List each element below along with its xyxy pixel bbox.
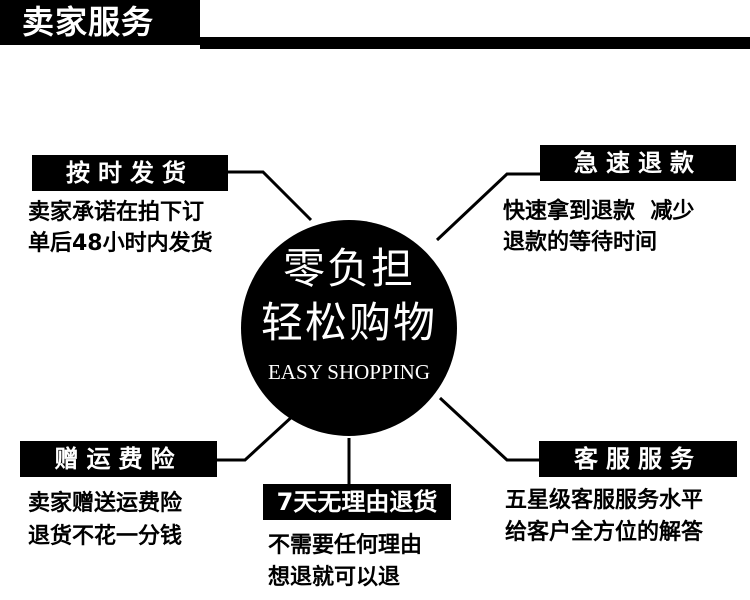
center-slogan-line1: 零负担 xyxy=(282,244,415,293)
delivery-desc-line1: 卖家承诺在拍下订 xyxy=(28,200,205,225)
service-desc-line2: 给客户全方位的解答 xyxy=(505,520,704,545)
refund-desc-line1: 快速拿到退款 减少 xyxy=(503,199,695,224)
delivery-title-label: 按时发货 xyxy=(32,155,228,191)
service-title-label: 客服服务 xyxy=(539,441,737,477)
refund-desc-line2: 退款的等待时间 xyxy=(503,230,658,255)
returns-title-label: 7天无理由退货 xyxy=(263,484,451,520)
header-bar: 卖家服务 xyxy=(0,0,750,52)
header-title: 卖家服务 xyxy=(0,0,200,45)
connector-refund xyxy=(435,172,540,242)
service-desc-line1: 五星级客服服务水平 xyxy=(505,488,704,513)
returns-desc-line1: 不需要任何理由 xyxy=(268,533,423,558)
connector-delivery xyxy=(228,170,313,222)
center-circle: 零负担 轻松购物 EASY SHOPPING xyxy=(241,220,457,436)
connector-service xyxy=(438,396,539,462)
delivery-desc-line2: 单后48小时内发货 xyxy=(28,231,213,256)
center-english-slogan: EASY SHOPPING xyxy=(267,360,430,384)
connector-shipping xyxy=(217,412,297,462)
returns-desc-line2: 想退就可以退 xyxy=(268,565,401,590)
shipping-desc-line2: 退货不花一分钱 xyxy=(28,524,183,549)
shipping-desc-line1: 卖家赠送运费险 xyxy=(28,491,183,516)
shipping-title-label: 赠运费险 xyxy=(20,441,217,477)
center-slogan-line2: 轻松购物 xyxy=(260,298,437,347)
header-underline xyxy=(200,37,750,49)
refund-title-label: 急速退款 xyxy=(540,145,736,181)
